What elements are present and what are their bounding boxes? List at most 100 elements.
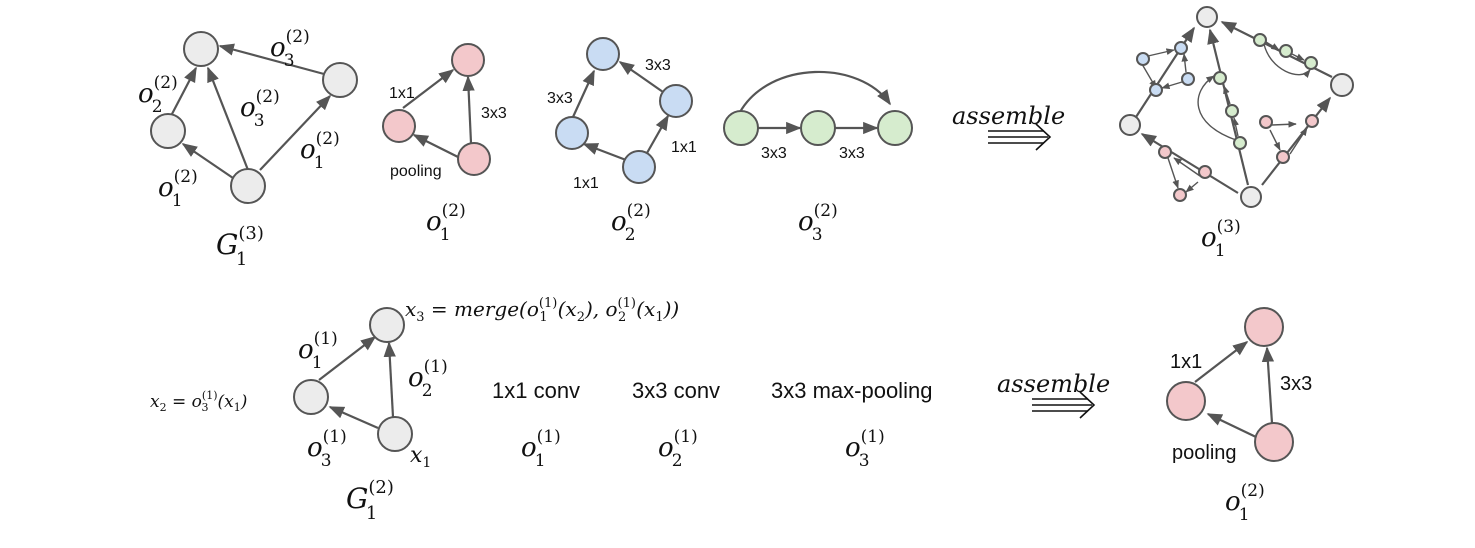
o13-edge-bottom-right: [1261, 96, 1331, 186]
primitive-1x1-conv: 1x1 conv o(1)1: [492, 378, 580, 471]
o22-label-left: 3x3: [547, 90, 573, 107]
g12-label-o1: o(1)1: [298, 329, 338, 373]
g12-label-o2: o(1)2: [408, 357, 448, 401]
o13-pink-5: [1305, 114, 1319, 128]
primitive-label: 3x3 max-pooling: [771, 378, 932, 403]
g13-node-right: [322, 62, 358, 98]
o13-pink-l-e3: [1185, 181, 1199, 193]
o13-blue-3: [1181, 72, 1195, 86]
o22-node-left: [555, 116, 589, 150]
o13-pink-2: [1198, 165, 1212, 179]
g12-label-x1: x1: [410, 443, 431, 471]
o13-green-mid-e1: [1232, 117, 1239, 137]
g13-node-bottom: [230, 168, 266, 204]
o12-label-left: 1x1: [389, 85, 415, 102]
o13-green-3: [1233, 136, 1247, 150]
o22-label-right: 1x1: [671, 139, 697, 156]
o12-caption: o(2)1: [426, 201, 466, 245]
g13-edge-bottom-right: [259, 94, 332, 171]
o13-green-6: [1304, 56, 1318, 70]
g13-label-o1-left: o(2)1: [158, 167, 198, 211]
o13-green-2: [1225, 104, 1239, 118]
o13-blue-1: [1136, 52, 1150, 66]
primitive-symbol: o(1)3: [845, 427, 885, 471]
o13-pink-r-e3: [1289, 127, 1308, 155]
res-label-right: 3x3: [1280, 373, 1312, 395]
o13-pink-l-e2: [1173, 157, 1201, 177]
primitive-3x3-max-pooling: 3x3 max-pooling o(1)3: [771, 378, 932, 471]
g13-label-o3-top: o(2)3: [270, 27, 310, 71]
motif-o22: 3x3 3x3 1x1 1x1 o(2)2: [547, 37, 697, 245]
o13-caption: o(3)1: [1201, 217, 1241, 261]
res-label-left: 1x1: [1170, 351, 1202, 373]
o13-green-mid-e2: [1223, 85, 1231, 105]
o13-green-5: [1279, 44, 1293, 58]
g12-node-top: [369, 307, 405, 343]
o32-label-a: 3x3: [761, 145, 787, 162]
o22-caption: o(2)2: [611, 201, 651, 245]
o22-edge-bottom-right: [646, 114, 669, 154]
g13-edge-bottom-left: [181, 143, 234, 179]
o13-pink-l-e1: [1167, 157, 1179, 189]
o12-label-right: 3x3: [481, 105, 507, 122]
primitive-symbol: o(1)1: [521, 427, 561, 471]
primitive-3x3-conv: 3x3 conv o(1)2: [632, 378, 720, 471]
o22-label-top: 3x3: [645, 57, 671, 74]
o12-node-bottom: [457, 142, 491, 176]
o22-label-bottom: 1x1: [573, 175, 599, 192]
g13-graph: o(2)2 o(2)3 o(2)3 o(2)1 o(2)1 G(3)1: [138, 27, 358, 270]
o32-label-b: 3x3: [839, 145, 865, 162]
o13-pink-3: [1173, 188, 1187, 202]
assemble-top-head: [1035, 123, 1052, 151]
motif-o12: 1x1 3x3 pooling o(2)1: [382, 43, 507, 245]
res-caption: o(2)1: [1225, 481, 1265, 525]
g12-x2-equation: x2 = o(1)3(x1): [150, 389, 247, 414]
g12-node-left: [293, 379, 329, 415]
o32-edge-skip: [739, 70, 891, 113]
res-node-bottom: [1254, 422, 1294, 462]
o13-node-right: [1330, 73, 1354, 97]
g13-node-left: [150, 113, 186, 149]
res-edge-bottom-left: [1206, 413, 1257, 438]
g12-node-bottom: [377, 416, 413, 452]
o13-pink-r-e1: [1271, 120, 1297, 128]
g13-edge-right-top: [218, 43, 325, 76]
o32-node-3: [877, 110, 913, 146]
o13-blue-e4: [1161, 81, 1183, 90]
o13-node-bottom: [1240, 186, 1262, 208]
o22-node-bottom: [622, 150, 656, 184]
assemble-bottom-label: assemble: [997, 370, 1110, 398]
res-edge-left-top: [1194, 341, 1249, 383]
primitive-label: 1x1 conv: [492, 378, 580, 403]
g12-label-o3: o(1)3: [307, 427, 347, 471]
o13-blue-2: [1174, 41, 1188, 55]
o13-green-top-e2: [1291, 53, 1305, 61]
o13-pink-6: [1276, 150, 1290, 164]
o13-edge-left-top: [1135, 26, 1195, 118]
o22-node-top: [586, 37, 620, 71]
motif-o32: 3x3 3x3 o(2)3: [723, 70, 913, 245]
res-edge-bottom-top: [1261, 346, 1275, 424]
o22-edge-bottom-left: [582, 142, 627, 162]
assemble-bottom-head: [1079, 391, 1096, 419]
g13-node-top: [183, 31, 219, 67]
o13-green-top-e1: [1265, 41, 1280, 51]
result-o13: o(3)1: [1119, 6, 1354, 261]
g12-edge-left-top: [318, 336, 377, 381]
o22-edge-left-top: [571, 69, 596, 118]
o13-green-4: [1253, 33, 1267, 47]
o32-node-2: [800, 110, 836, 146]
o12-node-left: [382, 109, 416, 143]
o13-node-left: [1119, 114, 1141, 136]
o13-pink-r-e2: [1269, 129, 1281, 151]
o12-edge-left-top: [402, 69, 455, 109]
o32-node-1: [723, 110, 759, 146]
o13-green-top-skip: [1263, 43, 1311, 78]
o12-edge-bottom-left: [412, 134, 459, 158]
o13-edge-bottom-left: [1140, 133, 1239, 194]
res-label-bottom: pooling: [1172, 442, 1237, 464]
o13-blue-e2: [1147, 48, 1175, 57]
primitive-symbol: o(1)2: [658, 427, 698, 471]
o12-label-bottom: pooling: [390, 163, 442, 180]
